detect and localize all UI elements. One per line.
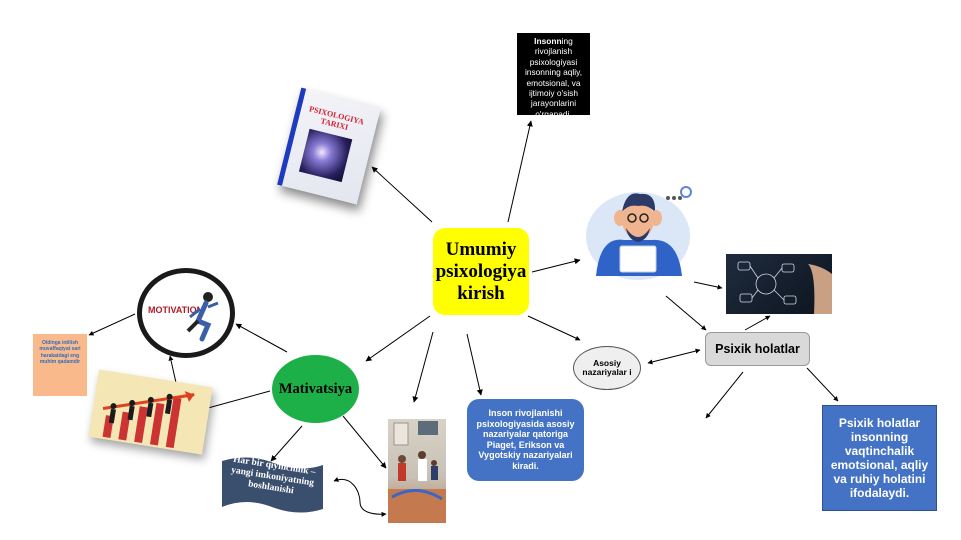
arrow-to-theories bbox=[466, 333, 483, 396]
mativatsiya-node[interactable]: Mativatsiya bbox=[272, 355, 359, 423]
arrow-to-mativatsiya bbox=[365, 315, 431, 362]
stressed-person-illustration bbox=[586, 186, 692, 280]
arrow-motivation-to-orange bbox=[88, 313, 136, 336]
arrow-to-dark-image bbox=[693, 281, 723, 290]
arrow-psixik-down-left bbox=[705, 371, 744, 419]
business-success-image bbox=[88, 369, 213, 455]
theories-description-text: Inson rivojlanishi psixologiyasida asosi… bbox=[476, 408, 575, 471]
definition-text-box: Insonning rivojlanish psixologiyasi inso… bbox=[517, 33, 590, 119]
psixik-holatlar-label: Psixik holatlar bbox=[715, 342, 800, 356]
children-activity-photo bbox=[388, 419, 446, 523]
brain-network-graphic bbox=[737, 261, 832, 314]
central-topic-node[interactable]: Umumiy psixologiya kirish bbox=[433, 228, 529, 315]
running-man-icon bbox=[186, 292, 219, 342]
motivation-image-text: MOTIVATION bbox=[148, 305, 204, 315]
psixik-description-text: Psixik holatlar insonning vaqtinchalik e… bbox=[830, 416, 929, 500]
book-cover-art bbox=[298, 128, 353, 183]
children-photo-graphic bbox=[388, 421, 446, 523]
psixik-holatlar-node[interactable]: Psixik holatlar bbox=[705, 332, 810, 366]
arrow-to-definition bbox=[507, 120, 533, 223]
psixik-holatlar-description: Psixik holatlar insonning vaqtinchalik e… bbox=[822, 405, 937, 511]
motivation-image: MOTIVATION bbox=[137, 268, 235, 358]
brain-network-image bbox=[726, 254, 832, 314]
orange-quote-text: Oldinga intilish muvaffaqiyat sari harak… bbox=[39, 340, 81, 365]
orange-quote-note: Oldinga intilish muvaffaqiyat sari harak… bbox=[33, 334, 87, 396]
theories-description-box: Inson rivojlanishi psixologiyasida asosi… bbox=[467, 399, 584, 481]
arrow-to-asosiy bbox=[527, 315, 581, 341]
arrow-to-stress-image bbox=[531, 258, 581, 273]
arrow-mot-to-banner bbox=[270, 425, 303, 462]
arrow-banner-photo-curved bbox=[333, 477, 387, 517]
central-topic-label: Umumiy psixologiya kirish bbox=[435, 238, 527, 304]
arrow-to-psixik-description bbox=[806, 367, 839, 402]
arrow-to-book bbox=[371, 166, 433, 223]
arrow-psixik-to-asosiy bbox=[647, 348, 701, 365]
arrow-psixik-to-dark-image bbox=[744, 315, 771, 331]
mativatsiya-label: Mativatsiya bbox=[278, 380, 353, 397]
definition-rest: ing rivojlanish psixologiyasi insonning … bbox=[524, 36, 583, 119]
asosiy-nazariyalar-node[interactable]: Asosiy nazariyalar i bbox=[573, 346, 641, 390]
asosiy-nazariyalar-label: Asosiy nazariyalar i bbox=[582, 358, 632, 377]
arrow-mot-to-photo bbox=[342, 415, 387, 469]
definition-bold-part: Insonn bbox=[534, 36, 562, 46]
business-figures-graphic bbox=[102, 391, 195, 449]
arrow-mot-to-motivation-image bbox=[235, 323, 288, 353]
quote-banner bbox=[222, 457, 323, 513]
arrow-to-photo bbox=[412, 331, 434, 403]
arrow-stress-to-psixik bbox=[665, 295, 707, 331]
